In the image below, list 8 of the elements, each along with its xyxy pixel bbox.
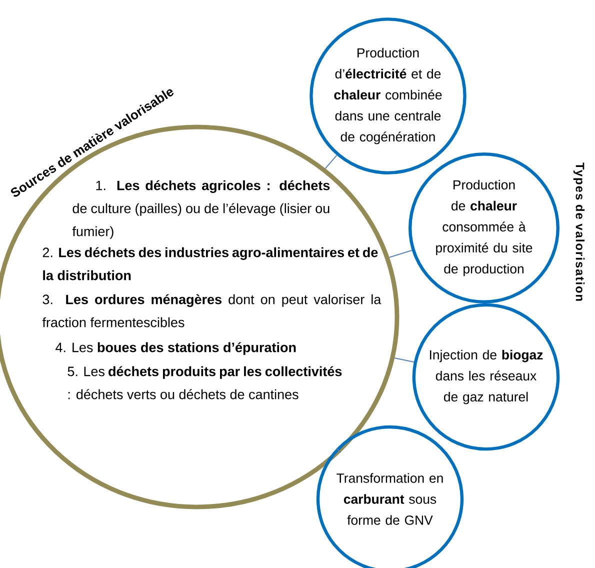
connector-line [388,250,412,258]
list-item: 1. Les déchets agricoles : déchets de culture (pailles) ou de l’élevage (lisier ou fumier) [72,180,330,239]
title: Types de valorisation [573,162,585,301]
list-item: 4. Les boues des stations d’épuration [56,342,296,355]
connector-line [324,154,338,169]
connector-line [394,358,414,363]
list-item: 5. Les déchets produits par les collectivités : déchets verts ou déchets de cantines [68,366,342,400]
connector-line [336,448,342,453]
